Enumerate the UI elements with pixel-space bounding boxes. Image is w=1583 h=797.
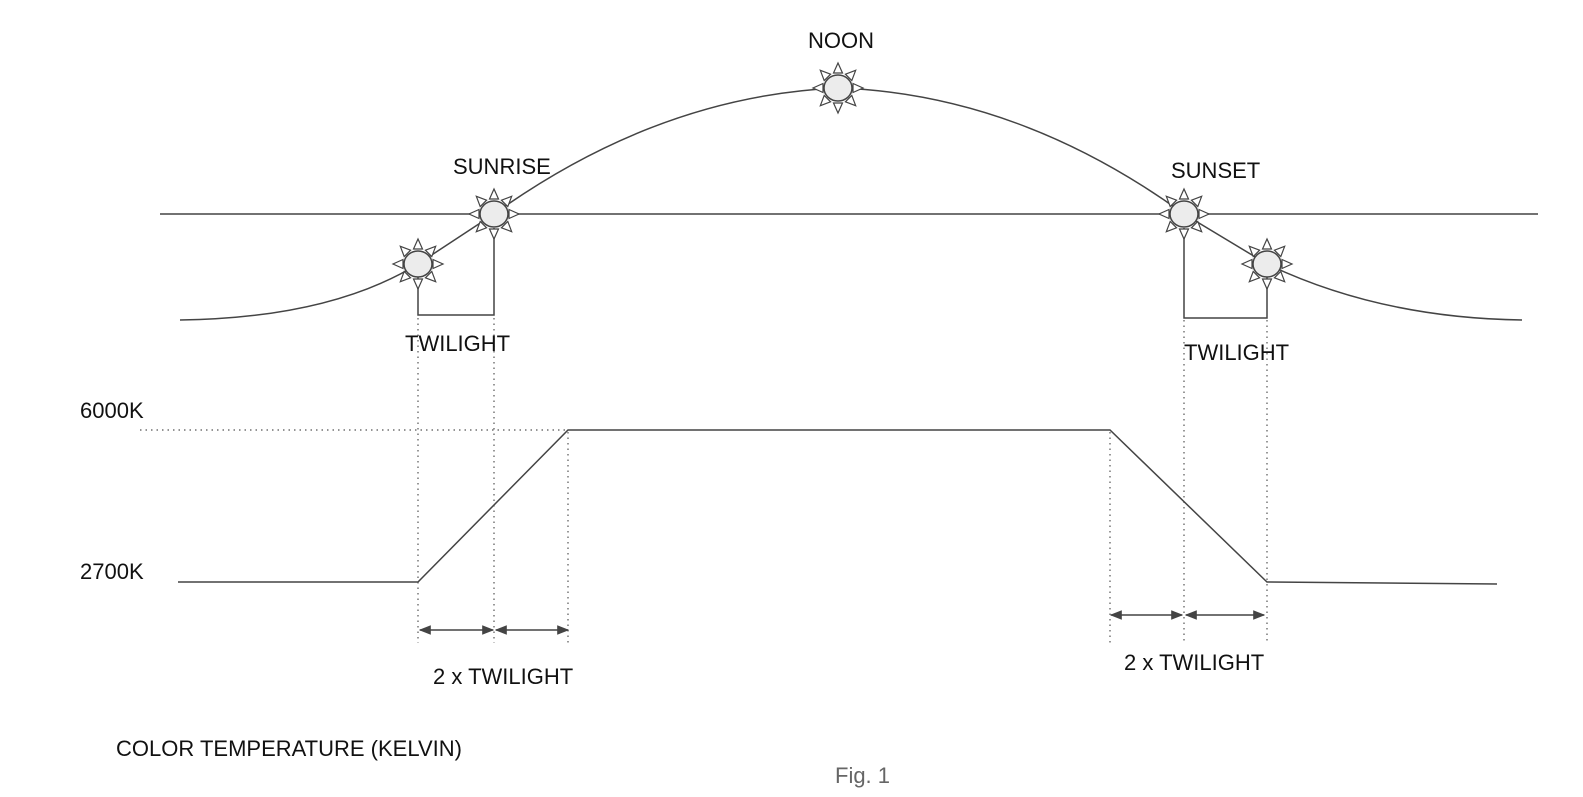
sun-ray xyxy=(467,208,480,220)
sun-ray xyxy=(1281,258,1294,270)
sun-ray xyxy=(852,82,865,94)
sun-ray xyxy=(1261,237,1273,250)
sun-sunrise-icon xyxy=(467,187,521,241)
sun-twilight-end-icon xyxy=(1240,237,1294,291)
double-twilight-label-right: 2 x TWILIGHT xyxy=(1124,650,1264,675)
noon-label: NOON xyxy=(808,28,874,53)
sun-ray xyxy=(832,61,844,74)
suns-group xyxy=(391,61,1294,291)
sun-disc xyxy=(479,200,509,228)
sun-ray xyxy=(1273,245,1286,258)
sun-twilight-start-icon xyxy=(391,237,445,291)
color-temperature-profile xyxy=(178,429,1498,585)
sunset-label: SUNSET xyxy=(1171,158,1260,183)
sun-ray xyxy=(819,69,832,82)
sun-ray xyxy=(412,237,424,250)
sun-disc xyxy=(1252,250,1282,278)
sun-ray xyxy=(475,220,488,233)
sun-ray xyxy=(399,245,412,258)
sun-ray xyxy=(1165,195,1178,208)
sun-ray xyxy=(475,195,488,208)
sun-ray xyxy=(488,228,500,241)
sun-ray xyxy=(1190,220,1203,233)
sun-disc xyxy=(823,74,853,102)
sun-ray xyxy=(399,270,412,283)
sun-ray xyxy=(1261,278,1273,291)
sun-path-curve xyxy=(179,87,1523,321)
sun-ray xyxy=(1198,208,1211,220)
sun-ray xyxy=(844,69,857,82)
sun-ray xyxy=(811,82,824,94)
sun-ray xyxy=(500,220,513,233)
sun-ray xyxy=(1157,208,1170,220)
twilight-bracket-right xyxy=(1183,228,1268,319)
sun-disc xyxy=(403,250,433,278)
figure-caption: Fig. 1 xyxy=(835,763,890,788)
sun-ray xyxy=(488,187,500,200)
kelvin-6000-label: 6000K xyxy=(80,398,144,423)
twilight-bracket-left xyxy=(417,228,495,316)
sun-ray xyxy=(424,270,437,283)
sun-ray xyxy=(412,278,424,291)
twilight-label-left: TWILIGHT xyxy=(405,331,510,356)
sun-ray xyxy=(1273,270,1286,283)
sun-ray xyxy=(424,245,437,258)
sun-disc xyxy=(1169,200,1199,228)
kelvin-2700-label: 2700K xyxy=(80,559,144,584)
sun-ray xyxy=(1248,270,1261,283)
twilight-label-right: TWILIGHT xyxy=(1184,340,1289,365)
sun-ray xyxy=(819,94,832,107)
sun-ray xyxy=(1178,187,1190,200)
sun-ray xyxy=(1178,228,1190,241)
sun-ray xyxy=(1240,258,1253,270)
sun-ray xyxy=(832,102,844,115)
double-twilight-label-left: 2 x TWILIGHT xyxy=(433,664,573,689)
sunrise-label: SUNRISE xyxy=(453,154,551,179)
sun-ray xyxy=(1190,195,1203,208)
sun-ray xyxy=(500,195,513,208)
sun-ray xyxy=(844,94,857,107)
sun-sunset-icon xyxy=(1157,187,1211,241)
axis-title: COLOR TEMPERATURE (KELVIN) xyxy=(116,736,462,761)
sun-ray xyxy=(391,258,404,270)
sun-ray xyxy=(432,258,445,270)
sun-noon-icon xyxy=(811,61,865,115)
sun-ray xyxy=(1248,245,1261,258)
sun-ray xyxy=(1165,220,1178,233)
sun-ray xyxy=(508,208,521,220)
